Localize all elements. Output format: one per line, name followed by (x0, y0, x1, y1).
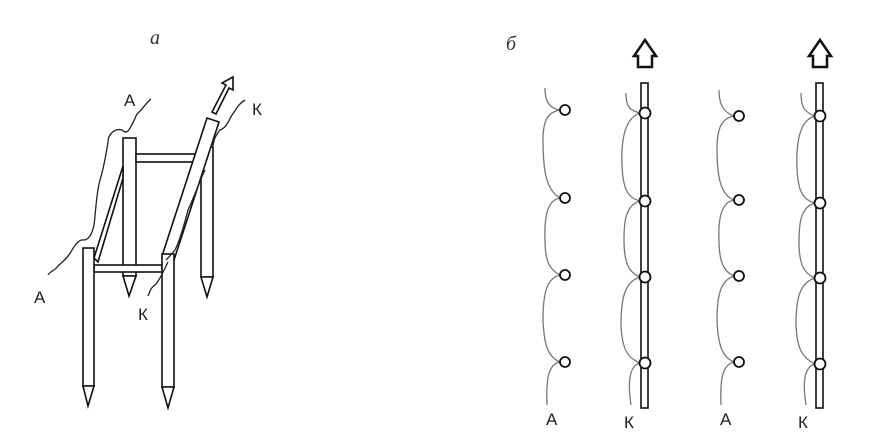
cathode-wire-side (165, 169, 206, 261)
arrow-up-icon (631, 37, 659, 69)
anode-label-left: А (34, 288, 46, 307)
cathode-column-2: К (795, 37, 834, 432)
cathode-node (813, 271, 827, 285)
cathode-pipe (815, 82, 824, 409)
front-right-post (160, 253, 176, 411)
cathode-node (813, 109, 827, 123)
cathode-wire (620, 92, 643, 406)
cathode-column-1: К (620, 37, 659, 432)
anode-node (733, 194, 745, 206)
cathode-wire-top (212, 99, 246, 147)
anode-label-top: А (124, 91, 136, 110)
anode-wire (716, 89, 737, 406)
cathode-node (638, 356, 652, 370)
column-label-cathode: К (798, 413, 808, 432)
back-left-post (121, 137, 138, 299)
anode-node (559, 269, 571, 281)
arrow-up-icon (806, 37, 834, 69)
arrow-up-icon (210, 75, 234, 116)
anode-node (559, 356, 571, 368)
cathode-node (638, 270, 652, 284)
anode-node (733, 356, 745, 368)
bottom-crossbar (93, 264, 163, 273)
anode-wire-left (47, 98, 152, 276)
left-diagonal-brace (93, 165, 124, 264)
cathode-node (813, 357, 827, 371)
anode-wire (542, 87, 563, 406)
back-right-post (199, 146, 215, 300)
cathode-node (638, 106, 652, 120)
panel-a: а А К А (34, 27, 262, 411)
front-left-post (81, 247, 96, 410)
cathode-wire (795, 92, 818, 406)
cathode-wire-bottom (147, 261, 169, 297)
cathode-label-top: К (252, 100, 262, 119)
column-label-anode: А (546, 410, 558, 429)
anode-column-2: А (716, 89, 745, 429)
panel-a-caption: а (150, 27, 160, 49)
anode-node (733, 270, 745, 282)
anode-node (559, 192, 571, 204)
top-crossbar (135, 153, 202, 163)
cathode-node (813, 196, 827, 210)
column-label-anode: А (720, 410, 732, 429)
anode-column-1: А (542, 87, 571, 429)
cathode-pipe (640, 82, 649, 409)
anode-node (733, 110, 745, 122)
cathode-node (638, 194, 652, 208)
anode-node (559, 104, 571, 116)
panel-b-caption: б (506, 33, 517, 55)
cathode-label-bottom: К (138, 305, 148, 324)
panel-b: б А К А (506, 33, 834, 432)
column-label-cathode: К (624, 413, 634, 432)
